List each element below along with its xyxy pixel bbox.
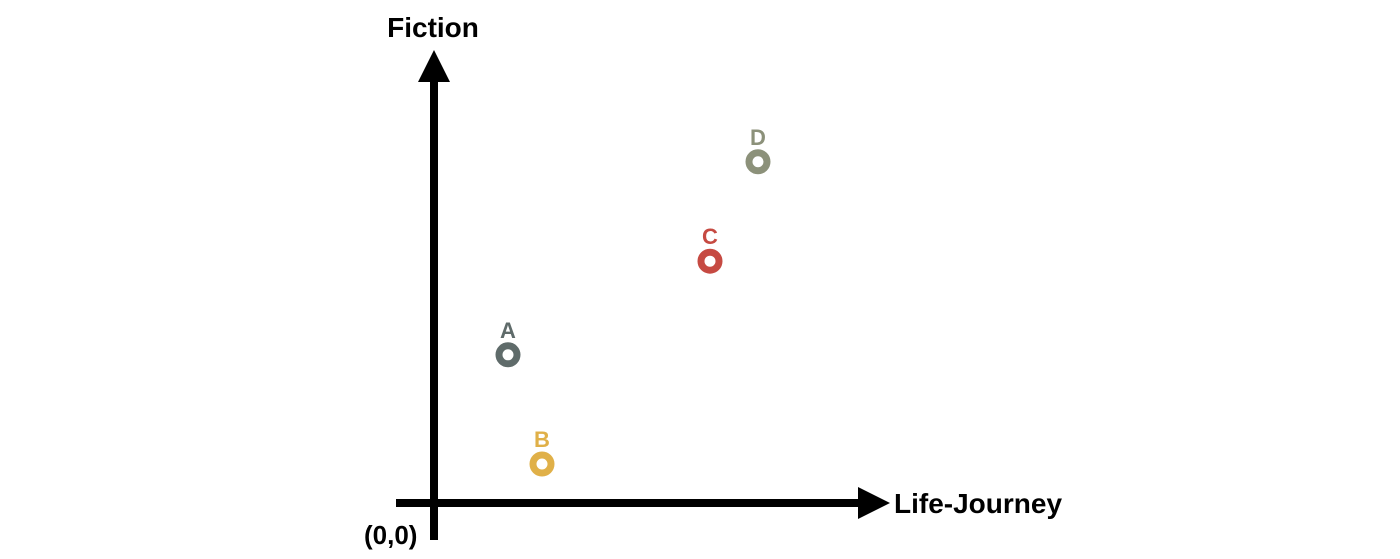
point-b: B [529,427,555,477]
point-label-c: C [702,224,718,249]
data-points: A B C D [495,125,771,477]
point-marker-b [529,451,555,477]
y-axis-title: Fiction [387,12,479,43]
point-c: C [697,224,723,274]
y-axis-arrowhead [418,50,450,82]
point-marker-a [495,342,521,368]
point-d: D [745,125,771,175]
point-a: A [495,318,521,368]
origin-label: (0,0) [364,520,417,550]
x-axis-arrowhead [858,487,890,519]
point-label-d: D [750,125,766,150]
point-label-b: B [534,427,550,452]
point-marker-d [745,149,771,175]
x-axis-title: Life-Journey [894,488,1062,519]
point-marker-c [697,248,723,274]
point-label-a: A [500,318,516,343]
